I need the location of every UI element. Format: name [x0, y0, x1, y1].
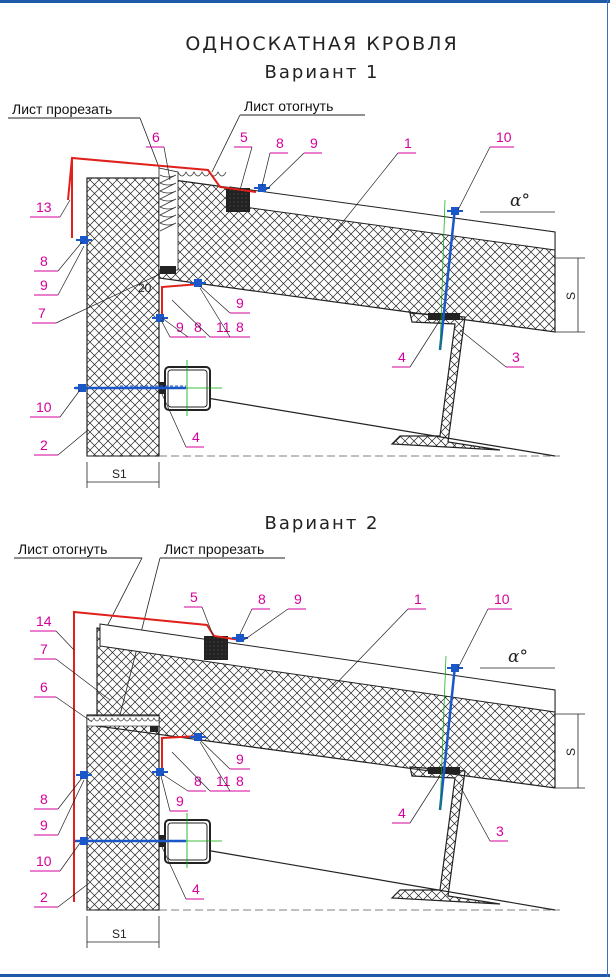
v2-dim-s: S	[564, 748, 578, 756]
v2-note-cut-sheet: Лист прорезать	[164, 541, 264, 557]
v1-wall-panel	[86, 177, 160, 457]
callout-5: 5	[190, 589, 198, 605]
v1-dim-s: S	[564, 292, 578, 300]
callout-2: 2	[40, 437, 48, 453]
v1-roof-panel	[158, 177, 556, 333]
callout-3: 3	[512, 349, 520, 365]
callout-9c: 9	[176, 793, 184, 809]
callout-8: 8	[258, 591, 266, 607]
variant-2-heading: Вариант 2	[265, 513, 380, 534]
callout-10: 10	[494, 591, 510, 607]
callout-5: 5	[240, 129, 248, 145]
variant-2: Вариант 2 Лист отогнуть Лист прорезать	[14, 513, 585, 948]
callout-6: 6	[40, 679, 48, 695]
callout-8c: 8	[236, 773, 244, 789]
v1-roof-screw	[438, 207, 457, 351]
callout-6: 6	[152, 129, 160, 145]
callout-13: 13	[36, 199, 52, 215]
callout-4b: 4	[192, 429, 200, 445]
callout-9: 9	[310, 135, 318, 151]
callout-7: 7	[38, 305, 46, 321]
v2-roof-screw	[438, 665, 457, 811]
callout-10b: 10	[36, 399, 52, 415]
top-border	[0, 0, 610, 3]
variant-1-heading: Вариант 1	[265, 62, 380, 83]
v2-dim-s1: S1	[112, 927, 127, 941]
callout-9d: 9	[40, 817, 48, 833]
callout-9b: 9	[236, 751, 244, 767]
callout-8: 8	[276, 135, 284, 151]
callout-4b: 4	[192, 881, 200, 897]
callout-11: 11	[216, 319, 231, 335]
variant-1: Вариант 1 Лист прорезать Лист отогнуть	[8, 62, 585, 488]
v1-inner-flashing	[161, 283, 201, 316]
callout-8d: 8	[40, 791, 48, 807]
callout-2: 2	[40, 889, 48, 905]
callout-10b: 10	[36, 853, 52, 869]
bottom-border	[0, 974, 610, 977]
callout-8b: 8	[194, 773, 202, 789]
callout-20-angle: 20	[138, 281, 152, 295]
v2-note-bend-sheet: Лист отогнуть	[18, 541, 107, 557]
v2-wall-panel	[86, 714, 160, 911]
callout-10: 10	[496, 129, 512, 145]
v1-angle: α°	[510, 191, 530, 211]
callout-9b: 9	[40, 277, 48, 293]
callout-1: 1	[414, 591, 422, 607]
v1-steel-channel	[390, 312, 501, 451]
v2-steel-channel	[390, 766, 501, 905]
callout-3: 3	[496, 823, 504, 839]
v1-note-bend-sheet: Лист отогнуть	[244, 98, 333, 114]
v1-note-cut-sheet: Лист прорезать	[12, 101, 112, 117]
callout-8b: 8	[40, 253, 48, 269]
drawing-title: ОДНОСКАТНАЯ КРОВЛЯ	[185, 33, 458, 55]
callout-9d: 9	[236, 295, 244, 311]
v2-angle: α°	[508, 647, 528, 667]
callout-9c: 9	[176, 319, 184, 335]
v1-dim-s1: S1	[112, 467, 127, 481]
right-border	[607, 0, 608, 977]
v2-callouts: 5 8 9 1 10 14 7 6 9 8 11	[30, 589, 512, 908]
callout-7: 7	[40, 641, 48, 657]
v1-ridge-flashing	[67, 156, 257, 201]
v1-callouts: 13 6 5 8 9 1 10 8 9 7 20	[30, 129, 524, 456]
callout-4: 4	[398, 805, 406, 821]
callout-11: 11	[216, 773, 231, 789]
callout-9: 9	[294, 591, 302, 607]
callout-8c: 8	[194, 319, 202, 335]
callout-8d: 8	[236, 319, 244, 335]
callout-14: 14	[36, 613, 52, 629]
v2-inner-flashing	[161, 735, 201, 772]
callout-1: 1	[404, 135, 412, 151]
callout-4: 4	[398, 349, 406, 365]
